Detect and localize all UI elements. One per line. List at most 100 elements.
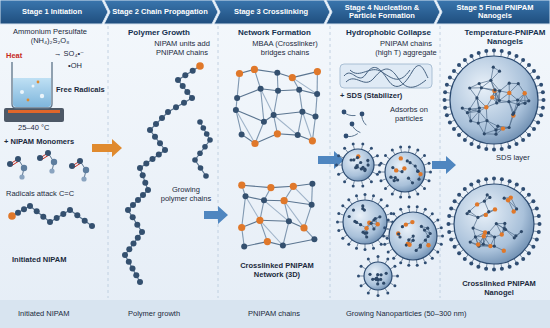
- sds-head: [484, 267, 488, 271]
- monomer-bead: [375, 277, 378, 280]
- network-strand: [500, 83, 509, 91]
- monomer-bead: [368, 273, 371, 276]
- crosslinker-node: [476, 242, 480, 246]
- network-strand: [236, 110, 242, 134]
- monomer-bead: [243, 193, 249, 199]
- sds-head: [431, 212, 434, 215]
- monomer-bead: [359, 161, 362, 164]
- sds-head: [391, 193, 394, 196]
- network-strand: [478, 123, 484, 134]
- nipam-monomer: [37, 150, 57, 174]
- monomer-bead: [180, 83, 186, 89]
- monomer-bead: [130, 202, 136, 208]
- sds-head: [521, 257, 525, 261]
- monomer-bead: [184, 89, 190, 95]
- sds-head: [539, 113, 543, 117]
- particle-body: [389, 212, 437, 260]
- sds-head: [391, 148, 394, 151]
- stage-header: Stage 1 Initiation: [4, 0, 100, 24]
- atom: [51, 159, 57, 165]
- molecules: [7, 49, 546, 298]
- monomer-bead: [159, 115, 165, 121]
- sds-head: [463, 187, 467, 191]
- monomer-bead: [60, 211, 66, 217]
- network-strand: [237, 74, 239, 98]
- sds-head: [531, 245, 535, 249]
- monomer-bead: [122, 252, 128, 258]
- sds-head: [521, 58, 525, 62]
- crosslinker-node: [394, 168, 398, 172]
- sds-head: [542, 98, 546, 102]
- nipam-monomer: [69, 158, 89, 182]
- sds-head: [367, 258, 370, 261]
- network-strand: [471, 111, 479, 121]
- monomer-bead: [401, 225, 404, 228]
- nipam-monomer: [7, 156, 27, 180]
- sds-head: [492, 177, 496, 181]
- monomer-bead: [309, 202, 315, 208]
- network-strand: [237, 89, 261, 98]
- atom: [49, 168, 54, 173]
- monomer-bead: [520, 230, 523, 233]
- sds-head: [386, 237, 389, 240]
- monomer-bead: [356, 156, 359, 159]
- monomer-bead: [411, 181, 414, 184]
- monomer-bead: [311, 236, 317, 242]
- monomer-bead: [299, 109, 305, 115]
- monomer-bead: [21, 206, 27, 212]
- network-strand: [473, 217, 478, 228]
- monomer-bead: [202, 144, 208, 150]
- monomer-bead: [486, 193, 489, 196]
- sds-head: [347, 198, 350, 201]
- atom: [7, 161, 13, 167]
- crosslinker-node: [501, 126, 505, 130]
- monomer-bead: [424, 239, 427, 242]
- sds-molecule: [342, 110, 356, 116]
- sds-head: [508, 179, 512, 183]
- monomer-bead: [415, 249, 418, 252]
- monomer-bead: [412, 235, 415, 238]
- network-strand: [509, 102, 514, 113]
- monomer-bead: [204, 131, 210, 137]
- sds-head: [447, 230, 451, 234]
- sds-head: [386, 258, 389, 261]
- sds-head: [360, 265, 363, 268]
- sds-head: [445, 113, 449, 117]
- monomer-bead: [125, 207, 131, 213]
- sds-head: [469, 183, 473, 187]
- stage-title: Stage 2 Chain Propagation: [112, 8, 207, 16]
- crosslinker-node: [507, 91, 511, 95]
- crosslinker-node: [407, 243, 411, 247]
- sds-head: [355, 194, 358, 197]
- monomer-bead: [363, 169, 366, 172]
- monomer-bead: [419, 246, 422, 249]
- sds-head: [539, 83, 543, 87]
- monomer-bead: [483, 132, 486, 135]
- sds-head: [515, 183, 519, 187]
- network-strand: [478, 111, 480, 123]
- monomer-bead: [372, 227, 375, 230]
- crosslinker-node: [402, 166, 406, 170]
- sds-head: [436, 219, 439, 222]
- sds-head: [337, 173, 340, 176]
- network-strand: [487, 121, 498, 127]
- sds-head: [453, 245, 457, 249]
- network-strand: [484, 201, 488, 211]
- monomer-bead: [274, 70, 280, 76]
- sds-head: [440, 243, 443, 246]
- network-strand: [518, 101, 528, 105]
- sds-head: [440, 226, 443, 229]
- monomer-bead: [398, 235, 401, 238]
- annotation-label: SDS layer: [496, 154, 530, 163]
- sds-head: [515, 142, 519, 146]
- monomer-bead: [8, 212, 16, 220]
- sds-head: [527, 133, 531, 137]
- sds-head: [352, 143, 355, 146]
- sds-head: [364, 193, 367, 196]
- stage-header: Stage 5 Final PNIPAM Nanogels: [444, 0, 546, 24]
- nanogel-particle: [447, 177, 542, 272]
- monomer-bead: [365, 235, 368, 238]
- sds-head: [532, 69, 536, 73]
- monomer-bead: [89, 223, 95, 229]
- sds-head: [477, 145, 481, 149]
